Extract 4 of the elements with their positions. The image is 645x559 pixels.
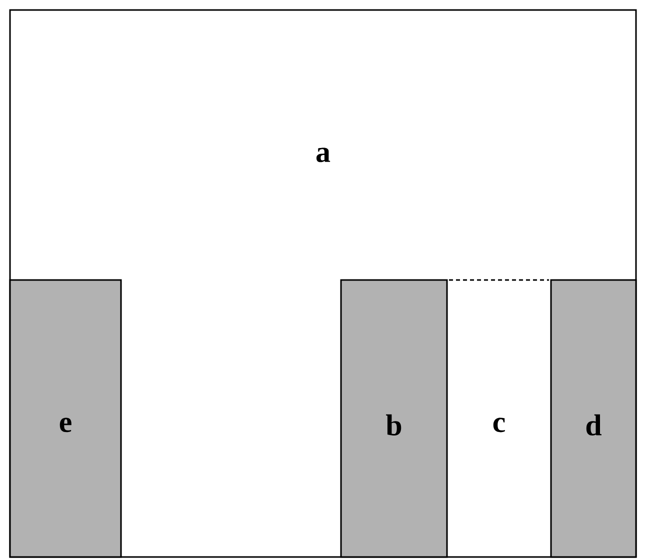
- hatched-box: d: [550, 279, 637, 558]
- hatched-box: e: [9, 279, 122, 558]
- open-box: c: [449, 279, 549, 432]
- hatched-box: b: [340, 279, 448, 558]
